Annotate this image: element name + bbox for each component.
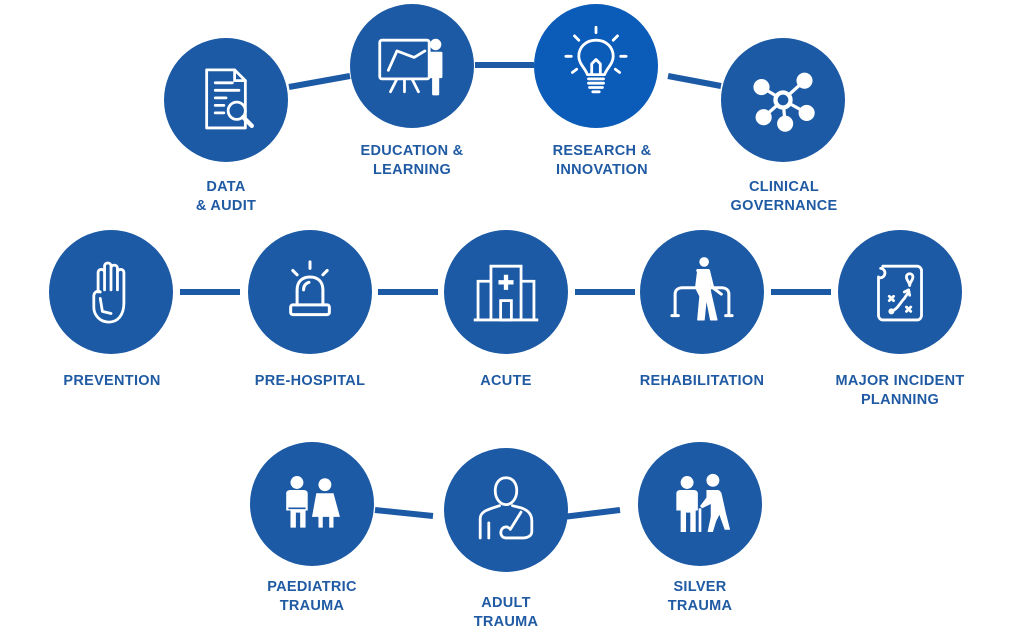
lightbulb-icon xyxy=(564,25,628,94)
presentation-teacher-icon xyxy=(378,38,443,96)
node-pre-hospital xyxy=(248,230,372,354)
node-data-audit xyxy=(164,38,288,162)
label-acute: ACUTE xyxy=(480,373,532,389)
node-prevention xyxy=(49,230,173,354)
arm-sling-person-icon xyxy=(478,476,534,540)
node-major-incident-planning xyxy=(838,230,962,354)
label-data-audit: DATA & AUDIT xyxy=(195,179,257,214)
connector-paediatric-adult xyxy=(374,507,434,519)
node-adult-trauma xyxy=(444,448,568,572)
node-silver-trauma xyxy=(638,442,762,566)
node-paediatric-trauma xyxy=(250,442,374,566)
network-hub-icon xyxy=(753,72,815,132)
node-acute xyxy=(444,230,568,354)
label-pre-hospital: PRE-HOSPITAL xyxy=(254,373,366,389)
strategy-map-icon xyxy=(877,264,923,322)
label-rehabilitation: REHABILITATION xyxy=(639,373,765,389)
stop-hand-icon xyxy=(92,261,126,324)
elderly-assist-icon xyxy=(676,473,731,532)
label-prevention: PREVENTION xyxy=(63,373,161,389)
hospital-building-icon xyxy=(473,264,539,322)
connector-data-education xyxy=(288,73,351,90)
document-search-icon xyxy=(205,68,254,130)
connector-adult-silver xyxy=(562,507,621,520)
label-adult-trauma: ADULT TRAUMA xyxy=(473,595,539,630)
node-education-learning xyxy=(350,4,474,128)
label-major-incident-planning: MAJOR INCIDENT PLANNING xyxy=(835,373,965,408)
walking-bars-icon xyxy=(670,257,734,321)
node-rehabilitation xyxy=(640,230,764,354)
node-clinical-governance xyxy=(721,38,845,162)
label-clinical-governance: CLINICAL GOVERNANCE xyxy=(730,179,838,214)
children-icon xyxy=(286,476,340,528)
label-silver-trauma: SILVER TRAUMA xyxy=(667,579,733,614)
label-paediatric-trauma: PAEDIATRIC TRAUMA xyxy=(267,579,357,614)
siren-light-icon xyxy=(289,260,331,317)
label-education-learning: EDUCATION & LEARNING xyxy=(360,143,464,178)
connector-research-clinical xyxy=(667,73,722,89)
node-research-innovation xyxy=(534,4,658,128)
label-research-innovation: RESEARCH & INNOVATION xyxy=(552,143,652,178)
